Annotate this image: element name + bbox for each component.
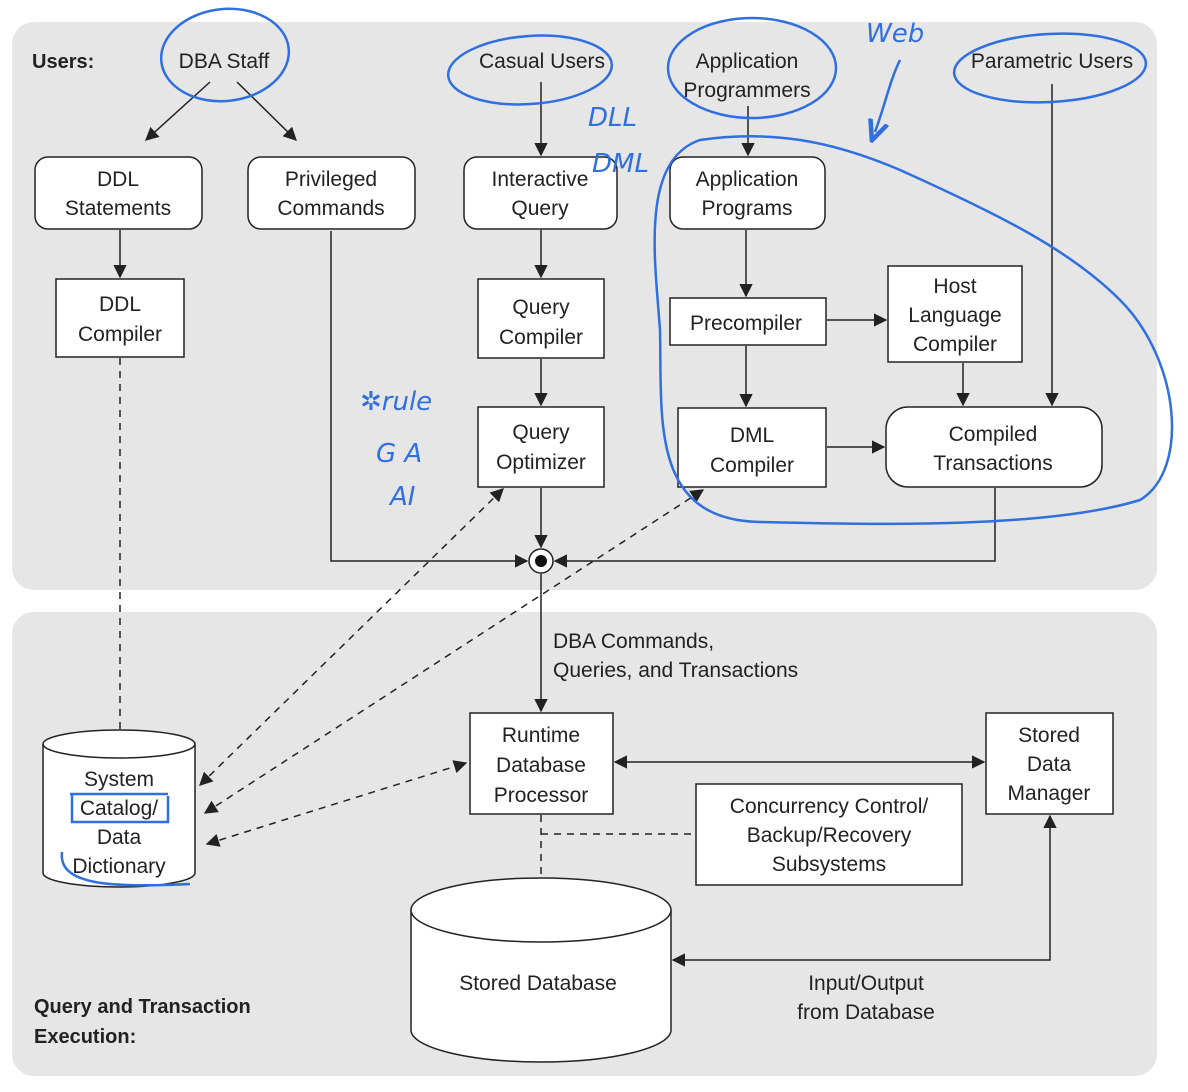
casual-users-label: Casual Users <box>479 50 605 73</box>
annotation-dml: DML <box>592 149 649 179</box>
annotation-ai: AI <box>388 482 415 512</box>
sdm-text-1: Stored <box>1018 724 1080 747</box>
annotation-web: Web <box>866 19 924 49</box>
query-optimizer-box <box>477 406 605 488</box>
annotation-ga: G A <box>376 439 422 469</box>
arrow-dba-ddl <box>144 81 211 141</box>
arrow-storeddb-sdm <box>671 814 1057 967</box>
compiled-transactions-box <box>885 406 1103 488</box>
application-programs-box <box>669 156 826 230</box>
execution-section-label-2: Execution: <box>34 1026 136 1048</box>
system-catalog-cylinder <box>42 729 196 888</box>
host-language-text-3: Compiler <box>913 333 997 356</box>
catalog-text-2: Catalog/ <box>80 797 158 820</box>
users-section-label: Users: <box>32 51 94 73</box>
dba-commands-label-1: DBA Commands, <box>553 630 714 653</box>
compiled-transactions-text-1: Compiled <box>949 423 1038 446</box>
parametric-users-label: Parametric Users <box>971 50 1133 73</box>
query-compiler-box <box>477 278 605 359</box>
runtime-text-3: Processor <box>494 784 589 807</box>
dba-staff-label: DBA Staff <box>179 50 270 73</box>
annotation-rule: ✲rule <box>360 387 432 417</box>
input-output-label-1: Input/Output <box>808 972 924 995</box>
concurrency-text-1: Concurrency Control/ <box>730 795 929 818</box>
dml-compiler-box <box>677 407 827 488</box>
dashed-catalog-runtime <box>205 760 468 847</box>
handwritten-annotations <box>60 7 1174 887</box>
interactive-query-text-1: Interactive <box>492 168 589 191</box>
privileged-commands-box <box>247 156 416 230</box>
input-output-label-2: from Database <box>797 1001 935 1024</box>
app-programmers-label-2: Programmers <box>683 79 810 102</box>
privileged-commands-text-1: Privileged <box>285 168 377 191</box>
circle-parametric-users <box>952 32 1148 104</box>
catalog-text-1: System <box>84 768 154 791</box>
catalog-text-3: Data <box>97 826 142 849</box>
stored-database-text: Stored Database <box>459 972 617 995</box>
application-programs-text-1: Application <box>696 168 799 191</box>
interactive-query-box <box>463 156 618 230</box>
privileged-commands-text-2: Commands <box>277 197 384 220</box>
runtime-processor-box <box>469 712 614 815</box>
stored-database-cylinder <box>410 877 672 1063</box>
annotation-dll: DLL <box>588 103 637 133</box>
dictionary-mark <box>60 851 191 887</box>
catalog-box-mark <box>70 794 170 824</box>
precompiler-text: Precompiler <box>690 312 802 335</box>
host-language-text-1: Host <box>933 275 976 298</box>
circle-app-programmers <box>666 16 838 120</box>
ddl-statements-text-2: Statements <box>65 197 171 220</box>
interactive-query-text-2: Query <box>511 197 569 220</box>
concurrency-text-2: Backup/Recovery <box>747 824 912 847</box>
app-programmers-label-1: Application <box>696 50 799 73</box>
junction-node-core <box>535 555 547 567</box>
web-arrow <box>875 59 902 132</box>
runtime-text-2: Database <box>496 754 586 777</box>
runtime-text-1: Runtime <box>502 724 580 747</box>
catalog-text-4: Dictionary <box>72 855 166 878</box>
dashed-catalog-dml <box>203 489 705 814</box>
execution-section-label: Query and Transaction <box>34 996 251 1018</box>
circle-dba-staff <box>159 7 291 103</box>
circle-casual-users <box>446 34 614 106</box>
sdm-text-3: Manager <box>1008 782 1091 805</box>
concurrency-text-3: Subsystems <box>772 853 886 876</box>
sdm-text-2: Data <box>1027 753 1072 776</box>
precompiler-box <box>669 297 827 346</box>
dml-compiler-text-1: DML <box>730 424 774 447</box>
ddl-compiler-box <box>55 278 185 358</box>
host-language-compiler-box <box>887 265 1023 363</box>
ddl-compiler-text-1: DDL <box>99 293 141 316</box>
arrow-dba-privileged <box>236 81 297 141</box>
stored-data-manager-box <box>985 712 1114 815</box>
query-compiler-text-2: Compiler <box>499 326 583 349</box>
ddl-statements-text-1: DDL <box>97 168 139 191</box>
ddl-compiler-text-2: Compiler <box>78 323 162 346</box>
ddl-statements-box <box>34 156 203 230</box>
dba-commands-label-2: Queries, and Transactions <box>553 659 798 682</box>
query-optimizer-text-1: Query <box>512 421 570 444</box>
web-region-loop <box>653 135 1174 526</box>
query-compiler-text-1: Query <box>512 296 570 319</box>
application-programs-text-2: Programs <box>701 197 792 220</box>
query-optimizer-text-2: Optimizer <box>496 451 586 474</box>
compiled-transactions-text-2: Transactions <box>933 452 1052 475</box>
host-language-text-2: Language <box>908 304 1001 327</box>
dml-compiler-text-2: Compiler <box>710 454 794 477</box>
